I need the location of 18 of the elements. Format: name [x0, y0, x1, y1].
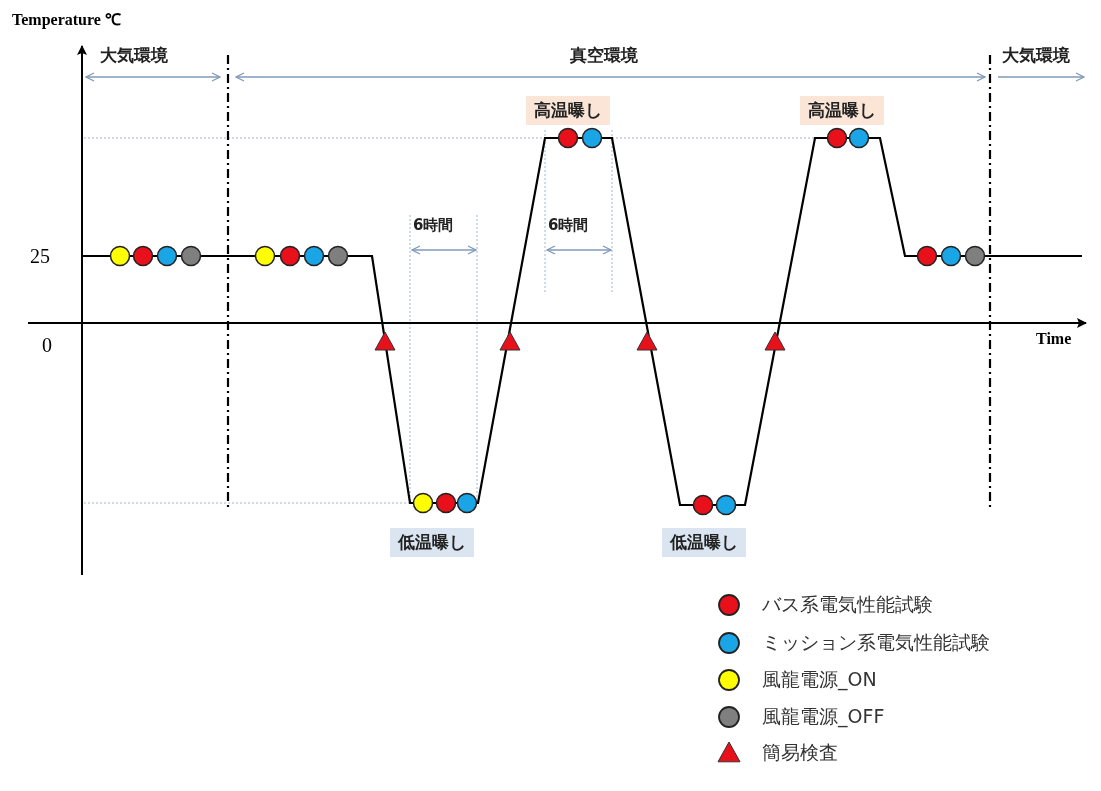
legend-label: 風龍電源_ON — [762, 670, 877, 689]
region-label: 大気環境 — [1002, 47, 1070, 64]
tick-label: 25 — [30, 246, 50, 266]
axis-title: Time — [1036, 331, 1072, 347]
legend-label: 風龍電源_OFF — [762, 707, 885, 726]
tick-label: 0 — [42, 335, 52, 355]
legend-label: 簡易検査 — [762, 743, 838, 762]
phase-label: 高温曝し — [526, 96, 610, 125]
axis-title: Temperature ℃ — [12, 12, 121, 28]
duration-label: 6時間 — [548, 218, 589, 233]
region-label: 真空環境 — [570, 47, 638, 64]
duration-label: 6時間 — [413, 218, 454, 233]
legend-label: バス系電気性能試験 — [762, 595, 933, 614]
legend-label: ミッション系電気性能試験 — [762, 633, 990, 652]
phase-label: 低温曝し — [662, 528, 746, 557]
phase-label: 低温曝し — [390, 528, 474, 557]
phase-label: 高温曝し — [800, 96, 884, 125]
region-label: 大気環境 — [100, 47, 168, 64]
